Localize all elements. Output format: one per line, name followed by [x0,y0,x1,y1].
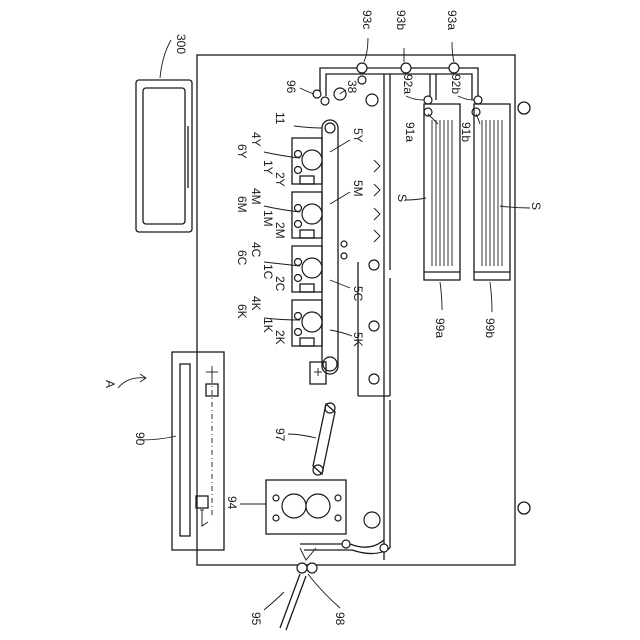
label-93a: 93a [445,10,459,30]
tray-99a [424,104,460,280]
terminal-300 [136,80,192,232]
roller-93b [401,63,411,73]
label-5K: 5K [351,332,365,347]
label-95: 95 [249,612,263,626]
label-93b: 93b [394,10,408,30]
station-M [292,192,322,238]
label-4K: 4K [249,296,263,311]
label-2C: 2C [273,276,287,292]
unit-97 [313,403,335,475]
arrow-A [118,378,146,388]
roller-92b [474,96,482,104]
scanner-90 [172,352,224,550]
label-6M: 6M [235,196,249,213]
label-1M: 1M [261,210,275,227]
label-4M: 4M [249,188,263,205]
label-2Y: 2Y [273,172,287,187]
label-A: A [103,380,117,388]
label-5M: 5M [351,180,365,197]
transfer-belt-11 [322,120,347,374]
paper-path [300,68,478,560]
fixing-unit-94 [266,480,346,534]
label-6C: 6C [235,250,249,266]
label-2K: 2K [273,330,287,345]
label-6K: 6K [235,304,249,319]
label-90: 90 [133,432,147,446]
label-92a: 92a [401,74,415,94]
label-93c: 93c [360,10,374,29]
path-flappers [374,160,380,242]
label-91b: 91b [459,122,473,142]
label-300: 300 [174,34,188,54]
label-91a: 91a [403,122,417,142]
label-5C: 5C [351,286,365,302]
roller-92a [424,96,432,104]
roller-91a [424,108,432,116]
label-99a: 99a [433,318,447,338]
label-1Y: 1Y [261,160,275,175]
label-92b: 92b [449,74,463,94]
roller-93a [449,63,459,73]
roller-96 [313,90,321,98]
label-4Y: 4Y [249,132,263,147]
manual-feed-95 [280,548,317,630]
label-94: 94 [225,496,239,510]
label-1C: 1C [261,264,275,280]
label-2M: 2M [273,222,287,239]
label-97: 97 [273,428,287,442]
housing-foot-bottom [518,502,530,514]
label-S-left: S [395,194,409,202]
label-98: 98 [333,612,347,626]
housing-foot-top [518,102,530,114]
tray-99b [474,104,510,280]
station-K [292,300,322,346]
roller-93c [357,63,367,73]
label-1K: 1K [261,318,275,333]
label-6Y: 6Y [235,144,249,159]
label-38: 38 [345,80,359,94]
label-4C: 4C [249,242,263,258]
label-S-right: S [529,202,543,210]
station-Y [292,138,322,184]
station-C [292,246,322,292]
label-99b: 99b [483,318,497,338]
label-96: 96 [284,80,298,94]
label-5Y: 5Y [351,128,365,143]
label-11: 11 [273,112,287,125]
